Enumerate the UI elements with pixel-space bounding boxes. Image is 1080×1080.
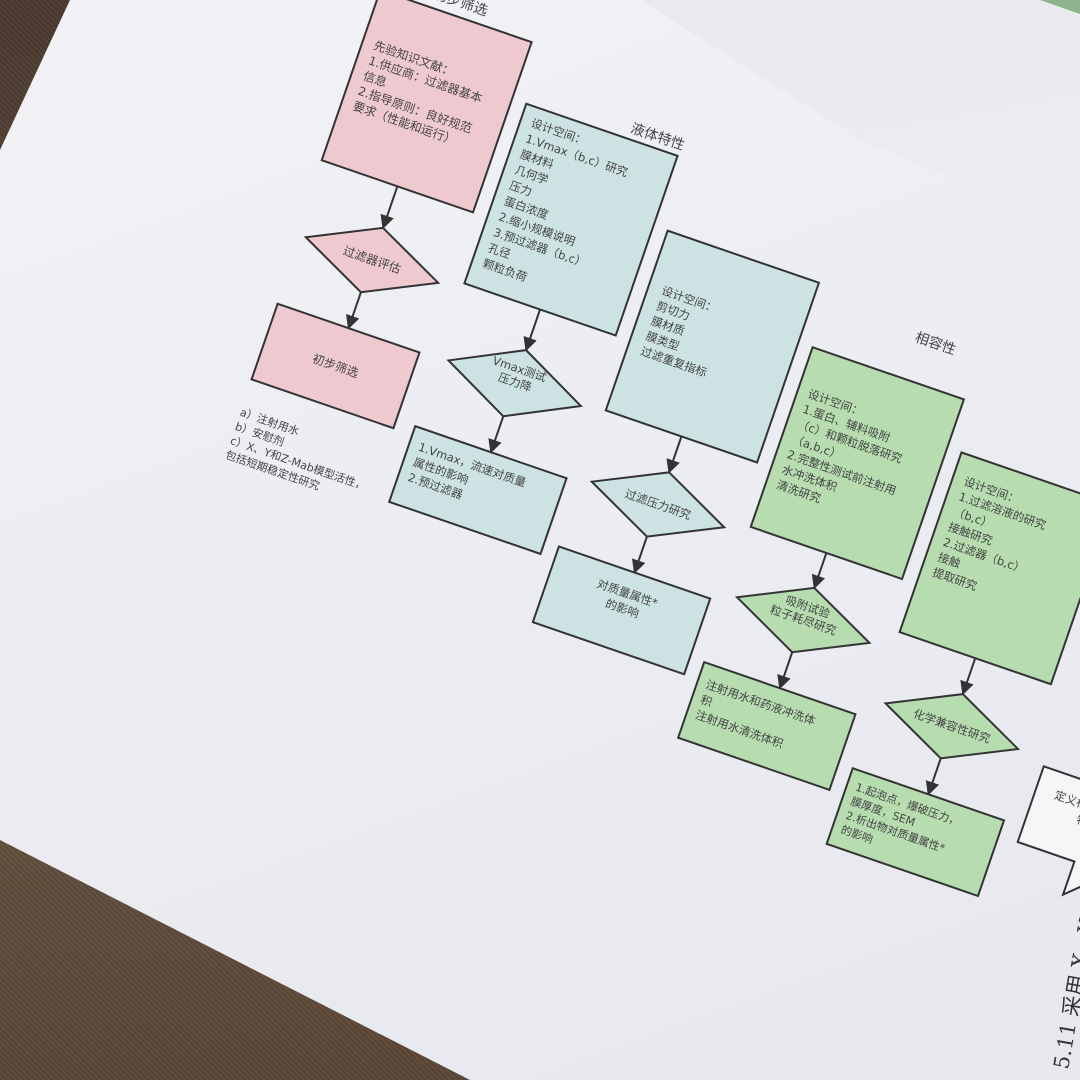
- text-line: 积: [699, 692, 715, 709]
- text-line: 信息: [361, 68, 389, 90]
- header-compatibility: 相容性: [913, 329, 958, 359]
- node-vmax-result: 1.Vmax，流速对质量属性的影响2.预过滤器: [387, 424, 568, 556]
- node-quality-effect: 对质量属性*的影响: [531, 545, 712, 676]
- decision-adsorption-test: 吸附试验粒子耗尽研究: [734, 586, 872, 654]
- node-prior-knowledge: 先验知识文献：1.供应商：过滤器基本信息2.指导原则：良好规范要求（性能和运行）: [320, 0, 533, 214]
- node-design-space-shear: 设计空间：剪切力膜材质膜类型过滤重复指标: [604, 229, 821, 464]
- node-design-space-vmax: 设计空间：1.Vmax（b,c）研究膜材料几何学压力蛋白浓度2.缩小规模说明3.…: [463, 102, 679, 337]
- legend-notes: a）注射用水b）安慰剂c）X、Y和Z-Mab模型活性，包括短期稳定性研究: [224, 405, 378, 507]
- node-wfi-flush: 注射用水和药液冲洗体积注射用水清洗体积: [676, 660, 857, 792]
- node-design-space-adsorption: 设计空间：1.蛋白、辅料吸附（c）和颗粒脱落研究（a,b,c）2.完整性测试前注…: [749, 345, 966, 581]
- node-initial-screening: 初步筛选: [250, 302, 421, 430]
- node-design-space-extraction: 设计空间：1.过滤溶液的研究（b,c）接触研究2.过滤器（b,c）接触提取研究: [898, 451, 1080, 686]
- text-line: 特征: [1075, 812, 1080, 833]
- decision-filter-pressure: 过滤压力研究: [589, 471, 727, 538]
- decision-chem-compatibility: 化学兼容性研究: [883, 693, 1021, 760]
- node-define-standard-filter: 定义标准过滤器特征: [1016, 750, 1080, 897]
- connector-arrows: [346, 185, 977, 796]
- node-bubble-point: 1.起泡点，爆破压力，膜厚度，SEM2.析出物对质量属性*的影响: [825, 766, 1006, 898]
- decision-vmax-test: Vmax测试压力降: [446, 349, 583, 418]
- decision-filter-evaluation: 过滤器评估: [303, 226, 441, 294]
